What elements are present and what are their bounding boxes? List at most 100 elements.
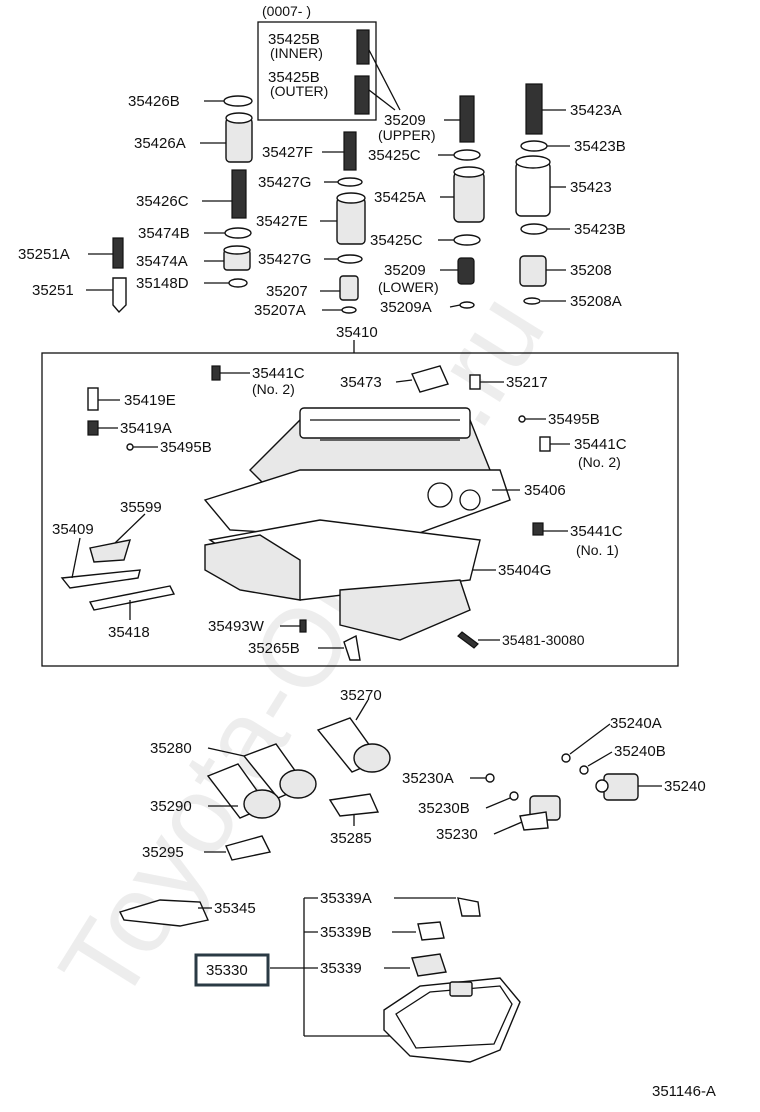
part-label-35345[interactable]: 35345 — [214, 900, 256, 917]
part-label-35423A[interactable]: 35423A — [570, 102, 622, 119]
oring-35427G-a — [337, 177, 363, 187]
part-label-35425C-b[interactable]: 35425C — [370, 232, 423, 249]
part-label-35209-upper[interactable]: 35209 — [384, 112, 426, 129]
oring-35423B-a — [520, 140, 548, 152]
part-label-35426B[interactable]: 35426B — [128, 93, 180, 110]
part-label-35208[interactable]: 35208 — [570, 262, 612, 279]
part-label-35270[interactable]: 35270 — [340, 687, 382, 704]
part-label-35330[interactable]: 35330 — [206, 962, 248, 979]
part-label-35240B[interactable]: 35240B — [614, 743, 666, 760]
highlight-box-35330 — [194, 953, 270, 987]
part-label-35285[interactable]: 35285 — [330, 830, 372, 847]
part-label-35441C-c[interactable]: 35441C — [570, 523, 623, 540]
part-label-35230[interactable]: 35230 — [436, 826, 478, 843]
part-label-35240A[interactable]: 35240A — [610, 715, 662, 732]
part-label-35426A[interactable]: 35426A — [134, 135, 186, 152]
spring-35419A — [87, 420, 99, 436]
part-label-35217[interactable]: 35217 — [506, 374, 548, 391]
spring-35426C — [231, 169, 247, 219]
part-label-35240[interactable]: 35240 — [664, 778, 706, 795]
part-label-35599[interactable]: 35599 — [120, 499, 162, 516]
part-label-35209A[interactable]: 35209A — [380, 299, 432, 316]
oring-35230B — [509, 791, 519, 801]
part-label-35209-lower[interactable]: 35209 — [384, 262, 426, 279]
part-label-35474B[interactable]: 35474B — [138, 225, 190, 242]
valve-35418 — [88, 585, 176, 611]
gasket-35339B — [417, 921, 445, 941]
part-label-35418[interactable]: 35418 — [108, 624, 150, 641]
oring-35425C-a — [453, 149, 481, 161]
bracket-35345 — [119, 899, 209, 927]
part-label-35427G-a[interactable]: 35427G — [258, 174, 311, 191]
serial-box — [257, 21, 377, 121]
part-label-35495B-a[interactable]: 35495B — [160, 439, 212, 456]
plate-35599 — [89, 539, 132, 563]
part-label-35208A[interactable]: 35208A — [570, 293, 622, 310]
ball-35148D — [228, 278, 248, 288]
valve-35207 — [339, 275, 359, 301]
solenoid-35280 — [242, 743, 317, 799]
valve-body-assembly-box — [41, 352, 679, 667]
part-label-35207[interactable]: 35207 — [266, 283, 308, 300]
inner-note: (INNER) — [270, 45, 323, 61]
part-label-35280[interactable]: 35280 — [150, 740, 192, 757]
part-label-35339B[interactable]: 35339B — [320, 924, 372, 941]
part-label-35423B-b[interactable]: 35423B — [574, 221, 626, 238]
part-label-35230B[interactable]: 35230B — [418, 800, 470, 817]
part-label-35425A[interactable]: 35425A — [374, 189, 426, 206]
plug-35426A — [225, 112, 253, 163]
part-label-35473[interactable]: 35473 — [340, 374, 382, 391]
part-label-35251[interactable]: 35251 — [32, 282, 74, 299]
gasket-35339 — [411, 953, 447, 977]
part-label-35425C-a[interactable]: 35425C — [368, 147, 421, 164]
part-label-35493W[interactable]: 35493W — [208, 618, 265, 635]
part-label-35425B-outer[interactable]: 35425B — [268, 69, 320, 86]
watermark-text: Toyota-Online.ru — [36, 273, 568, 1023]
part-label-35148D[interactable]: 35148D — [136, 275, 189, 292]
part-label-35207A[interactable]: 35207A — [254, 302, 306, 319]
part-label-35251A[interactable]: 35251A — [18, 246, 70, 263]
no2-note-a: (No. 2) — [252, 381, 295, 397]
upper-note: (UPPER) — [378, 127, 436, 143]
serial-range-label: (0007- ) — [262, 3, 311, 19]
spring-35209-upper — [459, 95, 475, 143]
part-label-35406[interactable]: 35406 — [524, 482, 566, 499]
part-label-35423B-a[interactable]: 35423B — [574, 138, 626, 155]
ball-35495B-a — [126, 443, 134, 451]
oring-35423B-b — [520, 223, 548, 235]
part-label-35230A[interactable]: 35230A — [402, 770, 454, 787]
separator-plate-35406 — [203, 469, 511, 541]
part-label-35426C[interactable]: 35426C — [136, 193, 189, 210]
part-label-35419A[interactable]: 35419A — [120, 420, 172, 437]
part-label-35404G[interactable]: 35404G — [498, 562, 551, 579]
bracket-35265B — [343, 634, 361, 661]
spring-35425B-outer — [354, 75, 370, 115]
part-label-35427E[interactable]: 35427E — [256, 213, 308, 230]
part-label-35441C-a[interactable]: 35441C — [252, 365, 305, 382]
part-label-35427F[interactable]: 35427F — [262, 144, 313, 161]
part-label-35427G-b[interactable]: 35427G — [258, 251, 311, 268]
part-label-35295[interactable]: 35295 — [142, 844, 184, 861]
part-label-35339[interactable]: 35339 — [320, 960, 362, 977]
part-label-35423[interactable]: 35423 — [570, 179, 612, 196]
spring-35423A — [525, 83, 543, 135]
part-label-35481[interactable]: 35481-30080 — [502, 632, 585, 648]
part-label-35474A[interactable]: 35474A — [136, 253, 188, 270]
part-label-35409[interactable]: 35409 — [52, 521, 94, 538]
part-label-35290[interactable]: 35290 — [150, 798, 192, 815]
oring-35474B — [224, 227, 252, 239]
clip-35208A — [523, 297, 541, 305]
part-label-35419E[interactable]: 35419E — [124, 392, 176, 409]
part-label-35265B[interactable]: 35265B — [248, 640, 300, 657]
oring-35426B — [223, 95, 253, 107]
part-label-35441C-b[interactable]: 35441C — [574, 436, 627, 453]
bolt-35481 — [457, 631, 479, 649]
part-label-35339A[interactable]: 35339A — [320, 890, 372, 907]
part-label-35495B-b[interactable]: 35495B — [548, 411, 600, 428]
part-label-35410[interactable]: 35410 — [336, 324, 378, 341]
plug-35423 — [515, 155, 551, 217]
diagram-code: 351146-A — [652, 1083, 716, 1100]
part-label-35425B-inner[interactable]: 35425B — [268, 31, 320, 48]
